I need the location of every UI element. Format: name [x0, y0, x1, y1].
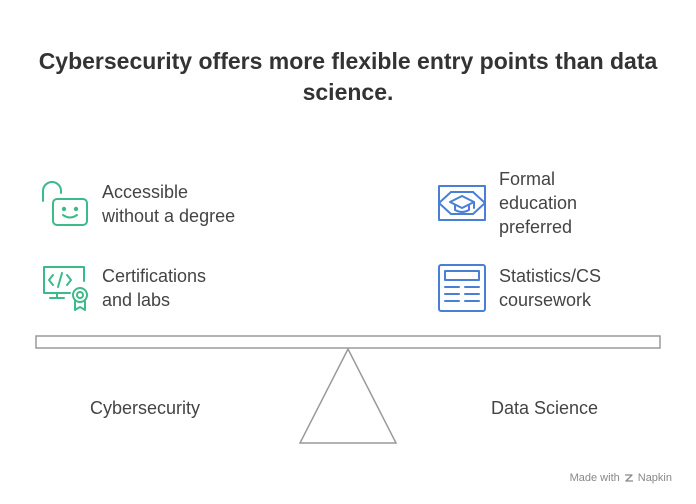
data-science-label: Data Science: [491, 398, 599, 418]
document-lines-icon: [438, 264, 486, 312]
made-with-text: Made with: [569, 472, 620, 484]
cyber-item-accessible: Accessible without a degree: [40, 179, 235, 229]
ds-item-coursework: Statistics/CS coursework: [437, 263, 601, 313]
napkin-watermark: Made with Napkin: [570, 472, 672, 484]
cyber-item-label: Accessible without a degree: [102, 182, 236, 226]
napkin-brand-text: Napkin: [637, 472, 672, 484]
cyber-item-certifications: Certifications and labs: [40, 263, 206, 313]
code-certificate-icon: [43, 266, 88, 311]
cyber-item-label: Certifications and labs: [102, 266, 207, 310]
diagram-title: Cybersecurity offers more flexible entry…: [38, 48, 658, 105]
smiling-padlock-icon: [42, 181, 88, 226]
graduation-cap-icon: [438, 185, 486, 221]
seesaw-fulcrum: [298, 347, 398, 444]
ds-item-label: Statistics/CS coursework: [499, 266, 602, 310]
cybersecurity-label: Cybersecurity: [90, 398, 201, 418]
ds-item-label: Formal education preferred: [499, 169, 578, 237]
ds-item-formal-education: Formal education preferred: [437, 167, 577, 239]
seesaw-beam: [35, 335, 661, 349]
napkin-logo-icon: [624, 474, 633, 482]
